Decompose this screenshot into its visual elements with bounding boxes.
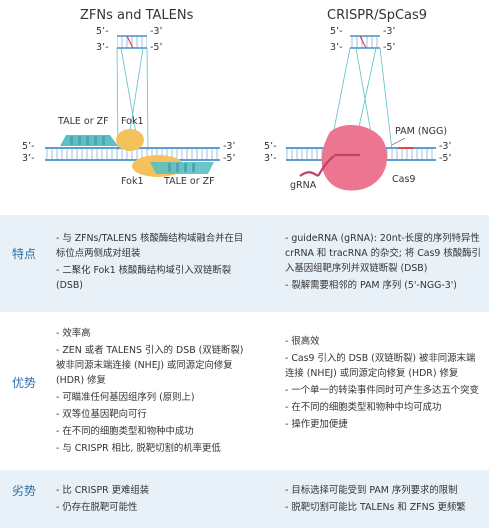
list-item: - 可瞄准任何基因组序列 (原则上): [56, 392, 195, 403]
cas9-complex: [299, 125, 406, 191]
left-main-dna: [45, 147, 220, 161]
left-bottom-proteins: [132, 155, 214, 177]
list-item: - 操作更加便捷: [285, 419, 348, 430]
crispr-title: CRISPR/SpCas9: [327, 8, 428, 23]
fok1-top-shape: [116, 129, 144, 151]
list-item: - 在不同的细胞类型和物种中均可成功: [285, 402, 442, 413]
diagram-area: ZFNs and TALENs CRISPR/SpCas9: [0, 0, 489, 215]
right-main-5prime: 5’-: [264, 141, 277, 152]
list-item: - 比 CRISPR 更难组装: [56, 485, 150, 496]
tale-zf-bottom-label: TALE or ZF: [164, 176, 215, 187]
disadvantages-crispr-column: - 目标选择可能受到 PAM 序列要求的限制 - 脱靶切割可能比 TALENs …: [285, 483, 481, 517]
list-item: - 双等位基因靶向可行: [56, 409, 147, 420]
list-item: - 与 ZFNs/TALENS 核酸酶结构域融合并在目标位点两侧成对组装: [56, 233, 244, 259]
advantages-crispr-column: - 很高效 - Cas9 引入的 DSB (双链断裂) 被非同源末端连接 (NH…: [285, 334, 481, 434]
cas9-label: Cas9: [392, 174, 416, 185]
pam-label: PAM (NGG): [395, 126, 448, 137]
row-disadvantages: 劣势 - 比 CRISPR 更难组装 - 仍存在脱靶可能性 - 目标选择可能受到…: [0, 470, 489, 528]
left-zoom-dna: [117, 35, 147, 49]
list-item: - guideRNA (gRNA): 20nt-长度的序列特异性 crRNA 和…: [285, 233, 481, 274]
left-zoom-3prime-end: -3’: [150, 26, 163, 37]
right-main-3prime-end: -3’: [439, 141, 452, 152]
fok1-bottom-label: Fok1: [121, 176, 144, 187]
left-main-5prime: 5’-: [22, 141, 35, 152]
fok1-top-label: Fok1: [121, 116, 144, 127]
row-advantages: 优势 - 效率高 - ZEN 或者 TALENS 引入的 DSB (双链断裂) …: [0, 312, 489, 470]
advantages-zfn-column: - 效率高 - ZEN 或者 TALENS 引入的 DSB (双链断裂) 被非同…: [56, 326, 246, 458]
list-item: - 与 CRISPR 相比, 脱靶切割的机率更低: [56, 443, 221, 454]
zfn-talen-title: ZFNs and TALENs: [80, 8, 194, 23]
tale-zf-top-label: TALE or ZF: [58, 116, 109, 127]
grna-label: gRNA: [290, 180, 317, 191]
list-item: - Cas9 引入的 DSB (双链断裂) 被非同源末端连接 (NHEJ) 或同…: [285, 353, 476, 379]
disadvantages-zfn-column: - 比 CRISPR 更难组装 - 仍存在脱靶可能性: [56, 483, 246, 517]
row-advantages-label: 优势: [11, 376, 36, 390]
list-item: - ZEN 或者 TALENS 引入的 DSB (双链断裂) 被非同源末端连接 …: [56, 345, 244, 386]
list-item: - 脱靶切割可能比 TALENs 和 ZFNS 更频繁: [285, 502, 466, 513]
right-zoom-3prime-end: -3’: [383, 26, 396, 37]
right-zoom-5prime-end: -5’: [383, 42, 396, 53]
right-zoom-dna: [350, 35, 380, 49]
left-zoom-5prime: 5’-: [96, 26, 109, 37]
list-item: - 二聚化 Fok1 核酸酶结构域引入双链断裂 (DSB): [56, 265, 232, 291]
list-item: - 裂解需要相邻的 PAM 序列 (5'-NGG-3'): [285, 280, 457, 291]
left-main-3prime-end: -3’: [223, 141, 236, 152]
list-item: - 目标选择可能受到 PAM 序列要求的限制: [285, 485, 458, 496]
features-crispr-column: - guideRNA (gRNA): 20nt-长度的序列特异性 crRNA 和…: [285, 231, 481, 295]
list-item: - 在不同的细胞类型和物种中成功: [56, 426, 194, 437]
row-features-label: 特点: [11, 247, 36, 261]
list-item: - 效率高: [56, 328, 91, 339]
features-zfn-column: - 与 ZFNs/TALENS 核酸酶结构域融合并在目标位点两侧成对组装 - 二…: [56, 231, 246, 295]
list-item: - 很高效: [285, 336, 320, 347]
right-main-3prime: 3’-: [264, 153, 277, 164]
left-main-5prime-end: -5’: [223, 153, 236, 164]
left-top-proteins: [60, 129, 144, 151]
left-zoom-5prime-end: -5’: [150, 42, 163, 53]
row-features: 特点 - 与 ZFNs/TALENS 核酸酶结构域融合并在目标位点两侧成对组装 …: [0, 215, 489, 312]
left-zoom-3prime: 3’-: [96, 42, 109, 53]
diagram-graphics: [45, 35, 436, 191]
right-zoom-5prime: 5’-: [330, 26, 343, 37]
list-item: - 一个单一的转染事件同时可产生多达五个突变: [285, 385, 479, 396]
right-main-5prime-end: -5’: [439, 153, 452, 164]
list-item: - 仍存在脱靶可能性: [56, 502, 138, 513]
row-disadvantages-label: 劣势: [11, 484, 36, 498]
right-zoom-3prime: 3’-: [330, 42, 343, 53]
left-main-3prime: 3’-: [22, 153, 35, 164]
